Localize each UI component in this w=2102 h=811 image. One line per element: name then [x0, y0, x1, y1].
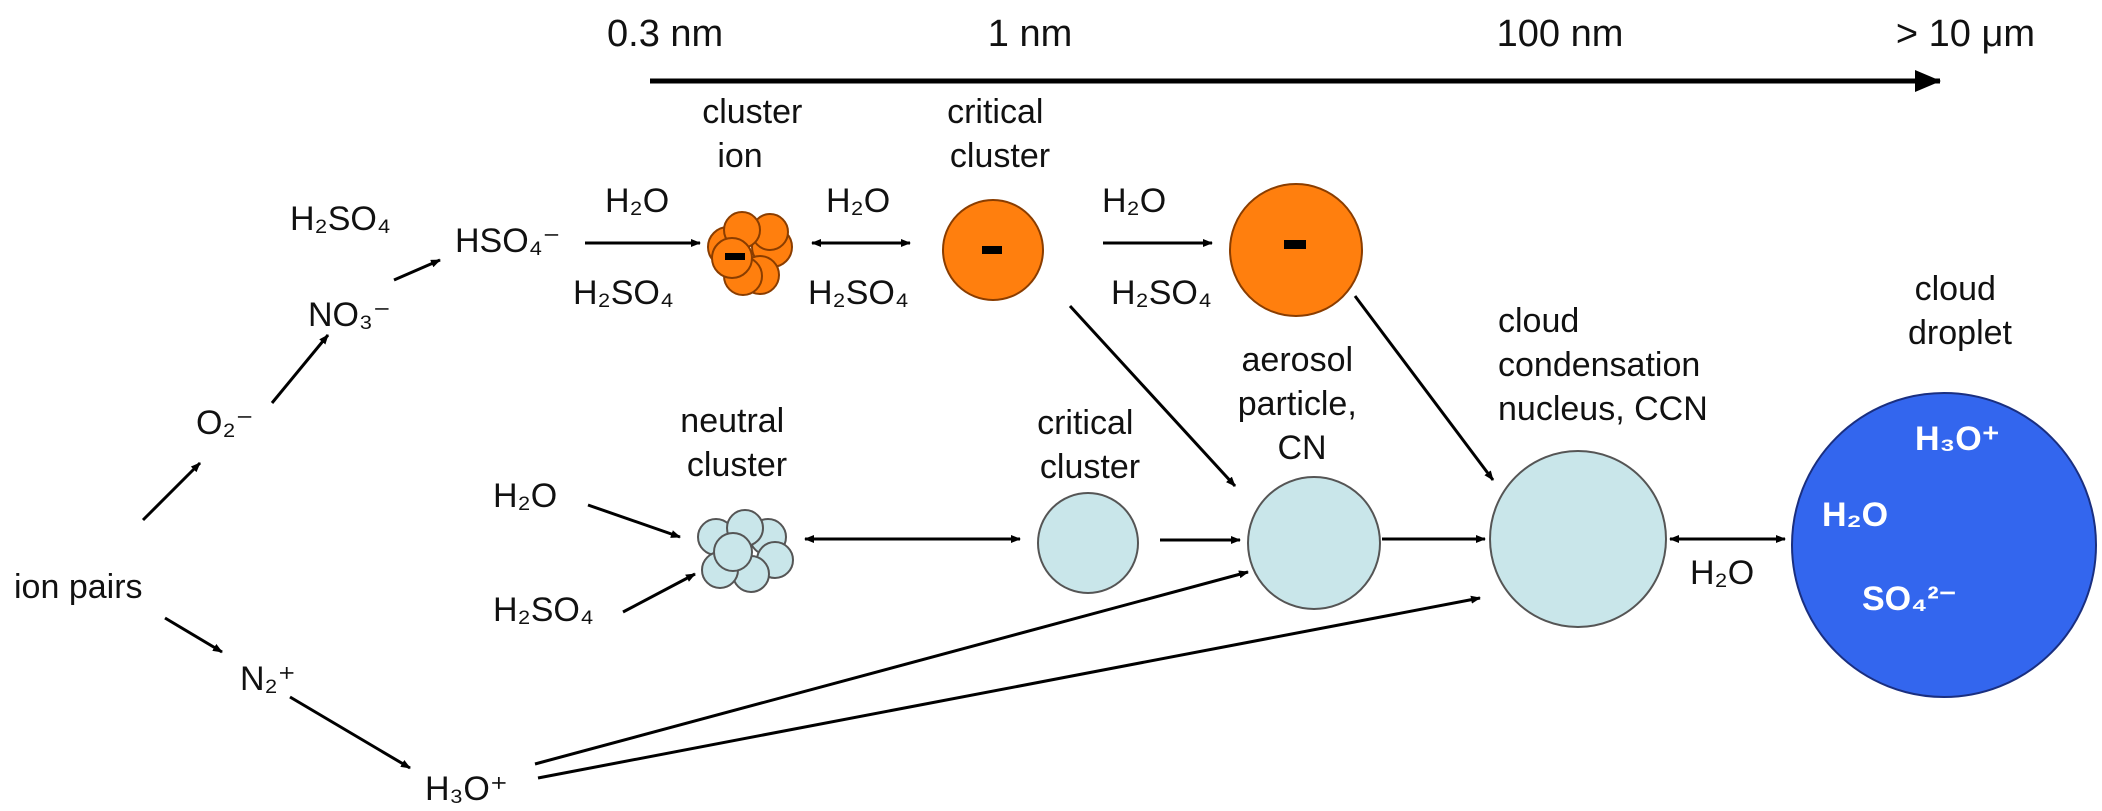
- label-h2so4-neutral: H₂SO₄: [493, 591, 594, 629]
- label-h2o-step2: H₂O: [826, 182, 890, 220]
- arrow-critical-cluster-ion-to-aerosol: [1068, 304, 1237, 488]
- label-h2o-step3: H₂O: [1102, 182, 1166, 220]
- scale-tick-0-3nm: 0.3 nm: [607, 13, 723, 55]
- ion-pathway: H₂O H₂SO₄ cluster ion H₂O H₂SO₄ critical…: [573, 93, 1495, 488]
- ion-chemistry: ion pairs O₂⁻ NO₃⁻ H₂SO₄ HSO₄⁻ N₂⁺ H₃O⁺: [14, 200, 561, 808]
- label-cloud-droplet: cloud droplet: [1908, 270, 2013, 352]
- label-n2-plus: N₂⁺: [240, 660, 296, 698]
- label-h2so4-step2: H₂SO₄: [808, 274, 909, 312]
- droplet-label-h2o: H₂O: [1822, 496, 1888, 534]
- arrow-ionpairs-to-o2: [141, 461, 202, 522]
- label-h2o-neutral: H₂O: [493, 477, 557, 515]
- label-critical-cluster-top: critical cluster: [947, 93, 1053, 175]
- droplet-label-so4: SO₄²⁻: [1862, 580, 1957, 618]
- critical-cluster-ion: [942, 199, 1044, 301]
- neutral-pathway: H₂O H₂SO₄ neutral cluster critical clust…: [493, 302, 1786, 780]
- arrow-no3-to-hso4: [393, 258, 441, 282]
- cloud-droplet: [1791, 392, 2097, 698]
- arrow-h3o-to-aerosol: [534, 570, 1249, 766]
- charged-particle: [1229, 183, 1363, 317]
- label-ccn: cloud condensation nucleus, CCN: [1498, 302, 1710, 428]
- scale-tick-100nm: 100 nm: [1497, 13, 1624, 55]
- droplet-label-h3o: H₃O⁺: [1915, 420, 2000, 458]
- cluster-ion: [707, 211, 793, 296]
- ccn-particle: [1489, 450, 1667, 628]
- arrow-charged-particle-to-ccn: [1353, 295, 1495, 481]
- arrow-ionpairs-to-n2: [164, 616, 223, 654]
- label-h2so4-step1: H₂SO₄: [573, 274, 674, 312]
- arrow-o2-to-no3: [270, 334, 330, 404]
- arrow-h2o-to-neutral-cluster: [587, 503, 681, 539]
- label-cluster-ion: cluster ion: [702, 93, 812, 175]
- label-h2so4-reagent: H₂SO₄: [290, 200, 391, 238]
- label-o2-minus: O₂⁻: [196, 404, 254, 442]
- label-h2so4-step3: H₂SO₄: [1111, 274, 1212, 312]
- label-no3-minus: NO₃⁻: [308, 296, 391, 334]
- scale-tick-10um: > 10 μm: [1896, 13, 2035, 55]
- label-h2o-step1: H₂O: [605, 182, 669, 220]
- label-ion-pairs: ion pairs: [14, 568, 143, 606]
- arrow-h3o-to-ccn: [537, 595, 1481, 780]
- neutral-cluster: [697, 509, 794, 593]
- label-h3o-plus: H₃O⁺: [425, 770, 508, 808]
- label-critical-cluster-bottom: critical cluster: [1037, 404, 1143, 486]
- scale-tick-1nm: 1 nm: [988, 13, 1072, 55]
- arrow-n2-to-h3o: [289, 695, 411, 770]
- arrow-h2so4-to-neutral-cluster: [622, 572, 696, 614]
- size-scale: 0.3 nm 1 nm 100 nm > 10 μm: [607, 13, 2035, 92]
- label-neutral-cluster: neutral cluster: [680, 402, 793, 484]
- critical-cluster-neutral: [1037, 492, 1139, 594]
- label-aerosol-particle: aerosol particle, CN: [1238, 341, 1367, 467]
- label-h2o-ccn-droplet: H₂O: [1690, 554, 1754, 592]
- label-hso4-minus: HSO₄⁻: [455, 222, 561, 260]
- cloud-droplet-group: cloud droplet H₃O⁺ H₂O SO₄²⁻: [1791, 270, 2097, 698]
- aerosol-particle: [1247, 476, 1381, 610]
